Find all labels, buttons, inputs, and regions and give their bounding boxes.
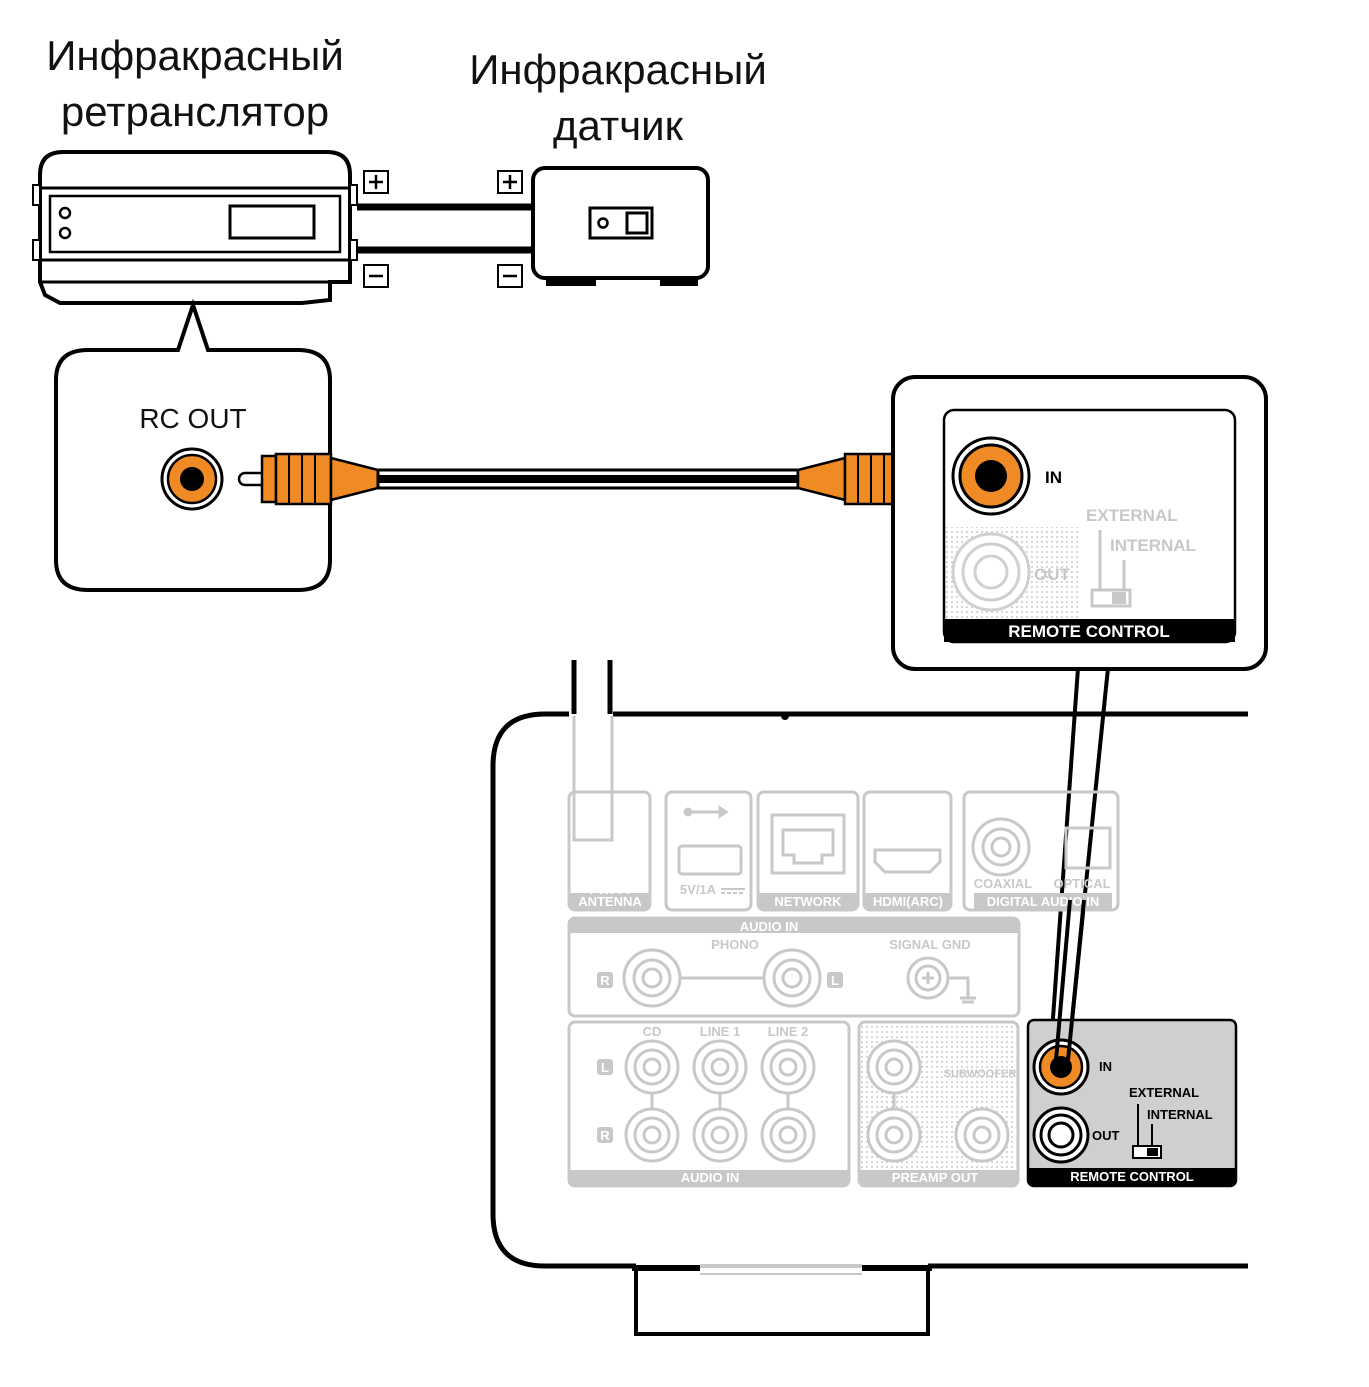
rear-rc-out-label: OUT bbox=[1092, 1128, 1120, 1143]
line-l-label: L bbox=[601, 1060, 609, 1075]
phono-label: PHONO bbox=[711, 937, 759, 952]
line2-label: LINE 2 bbox=[768, 1024, 808, 1039]
callout-pointer-tip-left bbox=[1054, 899, 1072, 1061]
audio-in-top-label: AUDIO IN bbox=[740, 919, 799, 934]
ir-sensor-device bbox=[531, 166, 710, 286]
subwoofer-label: SUBWOOFER bbox=[944, 1068, 1017, 1080]
zoom-switch-icon bbox=[1090, 530, 1132, 608]
rear-rc-title: REMOTE CONTROL bbox=[1070, 1169, 1194, 1184]
phono-l-label: L bbox=[831, 973, 839, 988]
antenna-label-2: / Wi-Fi bbox=[591, 882, 630, 897]
zoom-internal-label: INTERNAL bbox=[1110, 536, 1196, 555]
coaxial-label: COAXIAL bbox=[974, 876, 1033, 891]
network-label: NETWORK bbox=[774, 894, 842, 909]
receiver-rear-body bbox=[490, 711, 1248, 1336]
repeater-minus-terminal-icon bbox=[363, 264, 389, 288]
optical-label: OPTICAL bbox=[1053, 876, 1110, 891]
ir-repeater-device bbox=[32, 150, 358, 305]
rear-rc-external-label: EXTERNAL bbox=[1129, 1085, 1199, 1100]
zoom-in-jack-icon bbox=[951, 436, 1031, 516]
line1-label: LINE 1 bbox=[700, 1024, 740, 1039]
line-r-label: R bbox=[600, 1128, 610, 1143]
top-connector-row bbox=[567, 790, 1120, 912]
signal-gnd-label: SIGNAL GND bbox=[889, 937, 970, 952]
phono-r-label: R bbox=[600, 973, 610, 988]
rca-cable bbox=[237, 452, 942, 506]
antenna-label-1: Bluetooth bbox=[580, 871, 641, 886]
rear-rc-in-jack-icon bbox=[1032, 1038, 1090, 1096]
zoom-remote-control-title: REMOTE CONTROL bbox=[1008, 622, 1170, 641]
usb-rating-label: 5V/1A bbox=[680, 882, 717, 897]
zoom-external-label: EXTERNAL bbox=[1086, 506, 1178, 525]
rc-out-label: RC OUT bbox=[139, 403, 246, 434]
audio-in-bottom-label: AUDIO IN bbox=[681, 1170, 740, 1185]
rear-rc-switch-icon bbox=[1132, 1104, 1162, 1159]
rc-out-callout bbox=[54, 298, 332, 592]
preamp-labels: SUBWOOFER PREAMP OUT bbox=[892, 1068, 1017, 1185]
phono-section bbox=[567, 916, 1021, 1018]
rear-rc-in-label: IN bbox=[1099, 1059, 1112, 1074]
antenna-icon bbox=[569, 660, 614, 842]
sensor-plus-terminal-icon bbox=[497, 170, 523, 194]
ir-repeater-label-line1: Инфракрасный bbox=[46, 32, 344, 79]
rc-out-jack-icon bbox=[160, 447, 224, 511]
line-inputs-labels: CD LINE 1 LINE 2 L R AUDIO IN bbox=[600, 1024, 808, 1185]
antenna-label-3: ANTENNA bbox=[578, 894, 642, 909]
preamp-out-label: PREAMP OUT bbox=[892, 1170, 978, 1185]
sensor-minus-terminal-icon bbox=[497, 264, 523, 288]
cd-label: CD bbox=[643, 1024, 662, 1039]
ir-sensor-label-line2: датчик bbox=[553, 102, 684, 149]
callout-pointer-left bbox=[1048, 667, 1080, 1061]
rear-rc-labels: IN OUT EXTERNAL INTERNAL REMOTE CONTROL bbox=[1070, 1059, 1213, 1184]
ir-repeater-label-line2: ретранслятор bbox=[61, 88, 329, 135]
preamp-out-section bbox=[857, 1020, 1020, 1188]
callout-pointer-tip-right bbox=[1066, 899, 1086, 1061]
repeater-plus-terminal-icon bbox=[363, 170, 389, 194]
zoom-out-label: OUT bbox=[1034, 565, 1071, 584]
ir-sensor-label-line1: Инфракрасный bbox=[469, 46, 767, 93]
rear-rc-internal-label: INTERNAL bbox=[1147, 1107, 1213, 1122]
top-connector-labels: Bluetooth / Wi-Fi ANTENNA 5V/1A NETWORK … bbox=[578, 871, 1110, 909]
zoom-in-label: IN bbox=[1045, 468, 1062, 487]
hdmi-label: HDMI(ARC) bbox=[873, 894, 943, 909]
phono-labels: AUDIO IN PHONO SIGNAL GND R L bbox=[600, 919, 970, 988]
rear-rc-out-jack-icon bbox=[1032, 1106, 1090, 1164]
zoom-out-jack-icon bbox=[951, 532, 1031, 612]
line-inputs-section bbox=[567, 1020, 851, 1188]
